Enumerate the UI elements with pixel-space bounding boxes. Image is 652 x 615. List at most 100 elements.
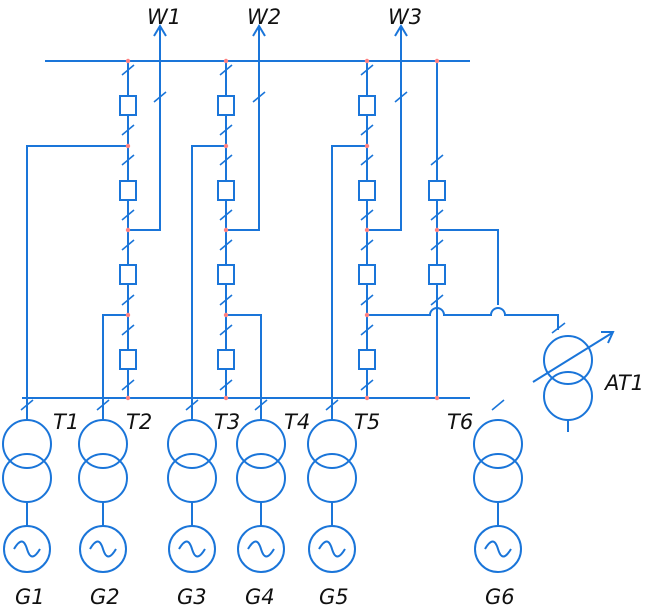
breaker: [119, 95, 137, 116]
unit-2: [78, 419, 128, 573]
junction-dot: [434, 227, 440, 233]
t1-feeder: [26, 145, 128, 420]
junction-dots: [125, 58, 440, 401]
switch-tick: [121, 124, 135, 136]
label-g6: G6: [485, 585, 515, 609]
t3-feeder: [191, 145, 226, 420]
junction-dot: [434, 58, 440, 64]
switch-tick: [360, 239, 374, 251]
switch-tick: [219, 239, 233, 251]
switch-tick: [254, 399, 268, 411]
generator-circle: [79, 525, 127, 573]
transformer-winding: [473, 453, 523, 503]
unit-3: [167, 419, 217, 573]
transformer-winding: [473, 419, 523, 469]
switch-tick: [219, 124, 233, 136]
label-t6: T6: [447, 410, 473, 434]
breaker: [217, 180, 235, 201]
label-w2: W2: [247, 5, 281, 29]
transformer-winding: [236, 453, 286, 503]
switch-tick: [491, 399, 505, 411]
switch-tick: [219, 379, 233, 391]
junction-dot: [364, 227, 370, 233]
junction-dot: [223, 143, 229, 149]
breaker: [217, 264, 235, 285]
unit-1: [2, 419, 52, 573]
breaker: [358, 95, 376, 116]
label-t4: T4: [284, 410, 310, 434]
switch-tick: [121, 379, 135, 391]
switch-tick: [360, 64, 374, 76]
label-t5: T5: [354, 410, 380, 434]
junction-dot: [364, 312, 370, 318]
breaker: [358, 180, 376, 201]
switch-tick: [360, 124, 374, 136]
transformer-winding: [2, 419, 52, 469]
breaker: [217, 95, 235, 116]
switch-tick: [360, 324, 374, 336]
ac-wave-icon: [484, 540, 512, 558]
junction-dot: [125, 312, 131, 318]
junction-dot: [223, 227, 229, 233]
switch-tick: [121, 239, 135, 251]
label-t1: T1: [53, 410, 79, 434]
transformer-winding: [307, 453, 357, 503]
switch-tick: [360, 154, 374, 166]
ac-wave-icon: [178, 540, 206, 558]
line-w2-feeder: [226, 24, 266, 231]
label-t3: T3: [214, 410, 240, 434]
switch-tick: [121, 154, 135, 166]
t4-feeder: [226, 314, 262, 420]
breaker: [119, 349, 137, 370]
switch-tick: [219, 324, 233, 336]
junction-dot: [125, 143, 131, 149]
transformer-winding: [167, 419, 217, 469]
autotransformer-at1: [532, 322, 615, 432]
transformer-winding: [78, 453, 128, 503]
breaker: [217, 349, 235, 370]
switch-tick: [121, 324, 135, 336]
label-w1: W1: [147, 5, 181, 29]
label-g5: G5: [319, 585, 349, 609]
generator-circle: [474, 525, 522, 573]
switch-tick: [121, 64, 135, 76]
t5-feeder: [331, 145, 367, 420]
transformer-winding: [78, 419, 128, 469]
transformer-winding: [167, 453, 217, 503]
junction-dot: [434, 395, 440, 401]
junction-dot: [364, 143, 370, 149]
junction-dot: [223, 58, 229, 64]
junction-dot: [125, 227, 131, 233]
switch-tick: [430, 209, 444, 221]
junction-dot: [364, 58, 370, 64]
generator-circle: [3, 525, 51, 573]
bay-4: [428, 61, 446, 398]
t6-feeder: [437, 229, 499, 305]
switch-tick: [360, 379, 374, 391]
switch-tick: [185, 399, 199, 411]
ac-wave-icon: [318, 540, 346, 558]
switch-tick: [121, 294, 135, 306]
switch-ticks: [20, 64, 505, 411]
label-g3: G3: [177, 585, 207, 609]
switch-tick: [219, 209, 233, 221]
generator-circle: [237, 525, 285, 573]
generator-circle: [308, 525, 356, 573]
t2-feeder: [102, 314, 128, 420]
label-at1: AT1: [603, 371, 644, 395]
label-w3: W3: [388, 5, 422, 29]
unit-5: [307, 419, 357, 573]
switch-tick: [121, 209, 135, 221]
at1-feeder: [367, 307, 559, 330]
generator-units: [2, 419, 523, 573]
junction-dot: [364, 395, 370, 401]
breaker: [428, 264, 446, 285]
switch-tick: [394, 91, 408, 103]
breaker: [358, 349, 376, 370]
breaker: [358, 264, 376, 285]
junction-dot: [223, 312, 229, 318]
unit-4: [236, 419, 286, 573]
ac-wave-icon: [13, 540, 41, 558]
transformer-winding: [2, 453, 52, 503]
generator-circle: [168, 525, 216, 573]
